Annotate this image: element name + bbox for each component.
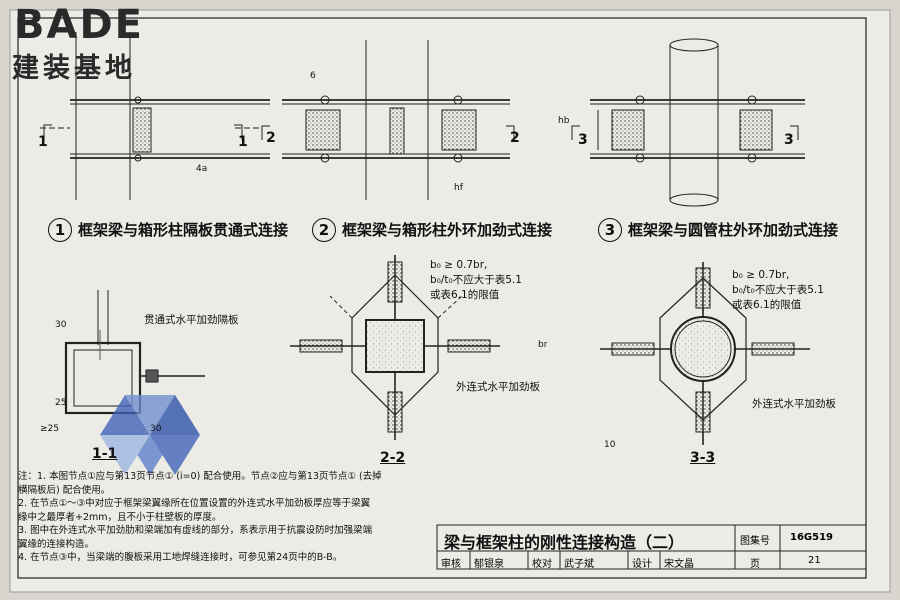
detail-number-2: 2: [312, 218, 336, 242]
drawing-title: 梁与框架柱的刚性连接构造（二）: [444, 533, 685, 552]
dim-ge25: ≥25: [40, 424, 59, 434]
d3-rule-3: 或表6.1的限值: [732, 299, 802, 311]
note-line: 横隔板后) 配合使用。: [18, 484, 111, 496]
design-name: 宋文晶: [664, 559, 694, 570]
page-number: 21: [808, 555, 821, 566]
d3-plate-label: 外连式水平加劲板: [752, 398, 836, 410]
detail-title-2: 2 框架梁与箱形柱外环加劲式连接: [312, 218, 552, 242]
weld-callout-10: 10: [604, 440, 616, 450]
cut-marker-1a: 1: [38, 134, 48, 150]
note-line: 3. 图中在外连式水平加劲肋和梁端加有虚线的部分，系表示用于抗震设防时加强梁端: [18, 525, 373, 536]
cut-marker-2b: 2: [510, 130, 520, 146]
detail-2-elevation: [261, 40, 515, 200]
paper: [9, 9, 891, 593]
note-line: 2. 在节点①～③中对应于框架梁翼缘所在位置设置的外连式水平加劲板厚应等于梁翼: [18, 498, 371, 509]
dim-25a: 25: [55, 398, 67, 408]
detail-number-1: 1: [48, 218, 72, 242]
d2-rule-3: 或表6.1的限值: [430, 289, 500, 301]
br-label: br: [538, 340, 548, 350]
section-3-3: [600, 262, 810, 445]
note-line: 4. 在节点③中，当梁端的腹板采用工地焊缝连接时，可参见第24页中的B-B。: [18, 552, 343, 563]
d3-rule-1: b₀ ≥ 0.7br,: [732, 269, 790, 281]
d1-plate-label: 贯通式水平加劲隔板: [144, 314, 239, 326]
weld-callout-6: 6: [310, 71, 316, 81]
atlas-label: 图集号: [740, 536, 770, 547]
cut-marker-2a: 2: [266, 130, 276, 146]
page-label: 页: [750, 559, 760, 570]
brand-subtitle: 建装基地: [12, 53, 136, 84]
section-name-2-2: 2-2: [380, 450, 406, 466]
atlas-number: 16G519: [790, 532, 833, 543]
dim-30: 30: [55, 320, 67, 330]
note-line: 注：1. 本图节点①应与第13页节点① (i=0) 配合使用。节点②应与第13页…: [18, 471, 382, 482]
detail-3-elevation: [571, 38, 805, 207]
notes-block: 注：1. 本图节点①应与第13页节点① (i=0) 配合使用。节点②应与第13页…: [18, 470, 382, 565]
detail-title-2-text: 框架梁与箱形柱外环加劲式连接: [342, 221, 553, 239]
detail-title-3-text: 框架梁与圆管柱外环加劲式连接: [628, 221, 839, 239]
note-line: 翼缘的连接构造。: [18, 538, 95, 550]
check-name: 武子斌: [564, 559, 594, 570]
detail-number-3: 3: [598, 218, 622, 242]
note-line: 缘中之最厚者+2mm，且不小于柱壁板的厚度。: [18, 511, 222, 523]
detail-1-elevation: [40, 32, 270, 200]
d2-rule-2: b₀/t₀不应大于表5.1: [430, 274, 522, 286]
d2-rule-1: b₀ ≥ 0.7br,: [430, 259, 488, 271]
detail-title-1-text: 框架梁与箱形柱隔板贯通式连接: [78, 221, 289, 239]
hf-label: hf: [454, 183, 463, 193]
d2-plate-label: 外连式水平加劲板: [456, 381, 540, 393]
cut-marker-1b: 1: [238, 134, 248, 150]
detail-title-1: 1 框架梁与箱形柱隔板贯通式连接: [48, 218, 288, 242]
cut-marker-3b: 3: [784, 132, 794, 148]
check-label: 校对: [532, 559, 552, 570]
weld-callout-4a: 4a: [196, 164, 208, 174]
section-1-1: [64, 290, 205, 415]
section-name-3-3: 3-3: [690, 450, 716, 466]
review-label: 审核: [441, 559, 461, 570]
frame-border: [17, 17, 867, 579]
d3-rule-2: b₀/t₀不应大于表5.1: [732, 284, 824, 296]
detail-title-3: 3 框架梁与圆管柱外环加劲式连接: [598, 218, 838, 242]
hb-label: hb: [558, 116, 570, 126]
title-block-frame: [436, 524, 867, 570]
section-name-1-1: 1-1: [92, 446, 118, 462]
section-2-2: [290, 255, 500, 440]
brand-logo: BADE: [14, 2, 144, 48]
dim-30b: 30: [150, 424, 162, 434]
bade-triangle-watermark: [100, 395, 200, 475]
review-name: 郁银泉: [474, 559, 504, 570]
cut-marker-3a: 3: [578, 132, 588, 148]
design-label: 设计: [632, 559, 652, 570]
